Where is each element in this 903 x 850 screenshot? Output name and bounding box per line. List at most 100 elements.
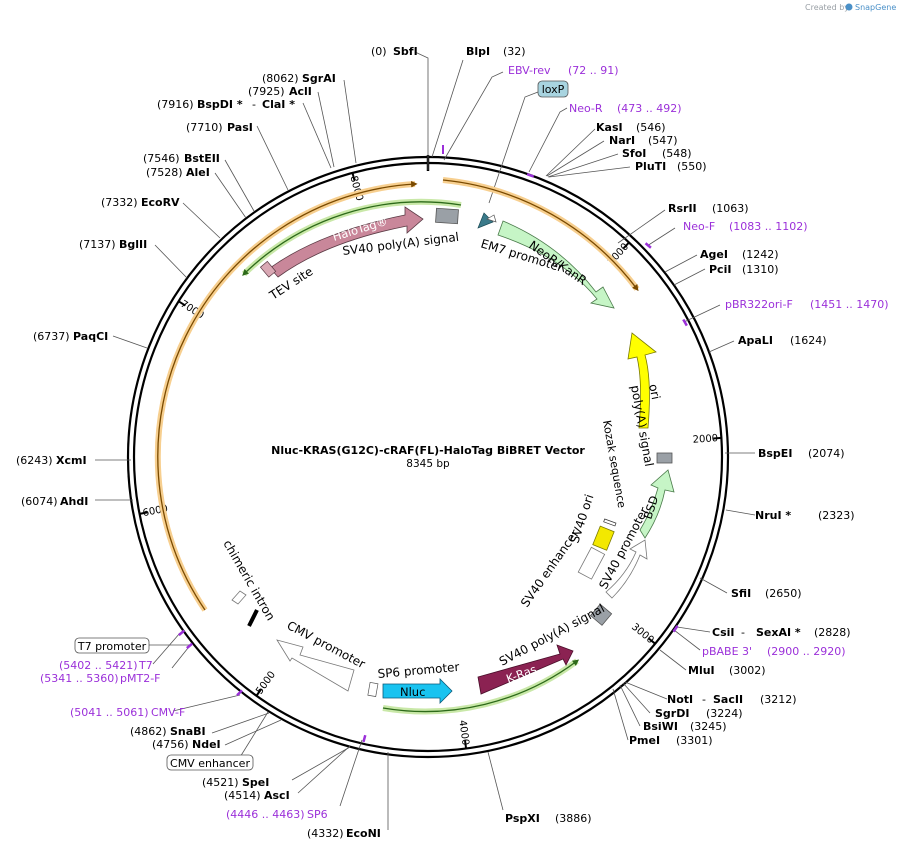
nluc-arrow [382,678,453,704]
scale-tick [351,172,356,181]
primer-pmt2-f-range: (5341 .. 5360) [40,672,119,685]
site-nrui-pos: (2323) [818,509,855,522]
site-noti: NotI [667,693,693,706]
site-pmei: PmeI [629,734,660,747]
sv40-promoter-arrow [605,539,648,599]
primer-pbabe3: pBABE 3' [702,645,752,658]
label-ori: ori [646,383,663,401]
cmv-enhancer-box [166,754,254,771]
t7-promoter-box [74,637,150,654]
site-sfoi: SfoI [622,147,646,160]
site-pspxi: PspXI [505,812,540,825]
sv40-polya-bottom-marker [589,603,613,626]
site-bglii: BglII [119,238,147,251]
site-xcmi-pos: (6243) [16,454,53,467]
site-bsteii: BstEII [184,152,220,165]
sp6-promoter-marker [367,681,379,697]
site-rsrii-pos: (1063) [712,202,749,215]
sv40-enhancer-marker [577,546,606,580]
site-clai: ClaI * [262,98,295,111]
site-ahdi-pos: (6074) [21,495,58,508]
primer-cmv-f-range: (5041 .. 5061) [70,706,149,719]
primer-marks [178,145,688,743]
site-kasi-pos: (546) [636,121,666,134]
kras-arrow [477,644,574,695]
site-econi-pos: (4332) [307,827,344,840]
plasmid-name: Nluc-KRAS(G12C)-cRAF(FL)-HaloTag BiBRET … [271,444,585,457]
tev-site-marker [259,260,277,278]
credit-prefix: Created by [805,3,849,12]
site-pcii-pos: (1310) [742,263,779,276]
site-ahdi: AhdI [60,495,88,508]
site-bspdi: BspDI * [197,98,243,111]
site-sgrai: SgrAI [302,72,336,85]
primer-labels: EBV-rev (72 .. 91) Neo-R (473 .. 492) Ne… [40,64,889,821]
ori-arrow [627,332,657,429]
site-rsrii: RsrII [668,202,697,215]
scale-tick [713,436,722,440]
site-pspxi-pos: (3886) [555,812,592,825]
primer-t7: T7 [138,659,153,672]
green-band-top [242,201,462,276]
site-sbfi-pos: (0) [371,45,387,58]
scale-tick-label: 2000 [692,433,718,446]
site-sexai: SexAI * [756,626,801,639]
t7-promoter-label: T7 promoter [77,640,147,653]
label-chimeric-intron: chimeric intron [220,538,277,623]
site-ndei: NdeI [192,738,221,751]
site-pasi-pos: (7710) [186,121,223,134]
site-spei-pos: (4521) [202,776,239,789]
site-snabi: SnaBI [170,725,206,738]
scale-tick [255,688,262,697]
site-paqci-pos: (6737) [33,330,70,343]
chimeric-intron-mark [247,609,259,627]
site-bspei: BspEI [758,447,792,460]
polya-signal-marker [656,452,673,464]
sv40-polya-top-marker [435,207,459,225]
green-band-bottom [382,659,580,713]
site-mlui: MluI [688,664,715,677]
site-ecorv-pos: (7332) [101,196,138,209]
site-ecorv: EcoRV [141,196,180,209]
site-asci-pos: (4514) [224,789,261,802]
site-sfii: SfiI [731,587,751,600]
site-alei-pos: (7528) [146,166,183,179]
site-noti-sep: - [702,693,706,706]
site-kasi: KasI [596,121,623,134]
primer-ebv-rev: EBV-rev [508,64,551,77]
site-acli: AclI [289,85,312,98]
site-acli-pos: (7925) [248,85,285,98]
chimeric-intron-arrow [231,590,247,605]
bsd-arrow [639,469,675,539]
site-snabi-pos: (4862) [130,725,167,738]
primer-pmt2-f: pMT2-F [120,672,161,685]
primer-pbr322ori-f-range: (1451 .. 1470) [810,298,889,311]
snapgene-logo-icon [845,3,853,11]
orange-band-top-right-bg [442,177,640,291]
site-blpi: BlpI [466,45,490,58]
scale-tick [464,740,468,749]
site-bspei-pos: (2074) [808,447,845,460]
site-sgrdi-pos: (3224) [706,707,743,720]
leader-lines [95,51,756,830]
orange-band-left [157,180,418,611]
site-sacii: SacII [713,693,743,706]
scale-tick [622,241,630,249]
primer-ebv-rev-range: (72 .. 91) [568,64,619,77]
site-pluti-pos: (550) [677,160,707,173]
site-bsiwi-pos: (3245) [690,720,727,733]
primer-neo-f: Neo-F [683,220,715,233]
site-bsiwi: BsiWI [643,720,678,733]
primer-pbr322ori-f: pBR322ori-F [725,298,793,311]
site-sfii-pos: (2650) [765,587,802,600]
site-apali: ApaLI [738,334,773,347]
site-bspdi-sep: - [252,98,256,111]
site-ndei-pos: (4756) [152,738,189,751]
primer-t7-range: (5402 .. 5421) [59,659,138,672]
kozak-marker [603,518,617,527]
site-asci: AscI [264,789,290,802]
sv40-ori-marker [592,525,615,551]
site-spei: SpeI [242,776,269,789]
site-econi: EcoNI [346,827,381,840]
